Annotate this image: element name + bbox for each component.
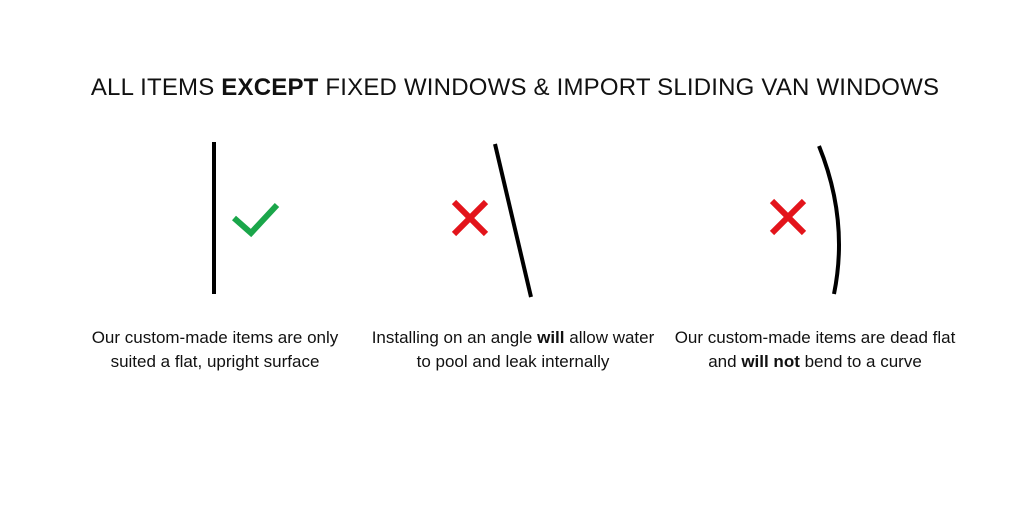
curved-surface-line (817, 145, 841, 295)
caption-text-end: allow water to pool and leak internally (416, 328, 655, 371)
heading-emphasis: EXCEPT (221, 74, 319, 101)
caption-emphasis: will not (741, 352, 800, 371)
caption-emphasis: will (537, 328, 565, 347)
heading-text-start: ALL ITEMS (90, 74, 222, 101)
caption-flat-upright: Our custom-made items are only suited a … (70, 326, 360, 374)
cross-icon (451, 199, 489, 237)
caption-curved: Our custom-made items are dead flat and … (670, 326, 960, 374)
page-heading: ALL ITEMS EXCEPT FIXED WINDOWS & IMPORT … (0, 74, 1030, 102)
panel-angled (451, 143, 533, 298)
angled-surface-line (493, 143, 533, 298)
caption-text-start: Installing on an angle (371, 328, 538, 347)
caption-text: Our custom-made items are only suited a … (91, 328, 339, 371)
heading-text-end: FIXED WINDOWS & IMPORT SLIDING VAN WINDO… (318, 74, 940, 101)
caption-text-end: bend to a curve (799, 352, 922, 371)
check-icon (232, 202, 280, 238)
panel-curved (769, 145, 841, 295)
panel-flat-upright (212, 142, 280, 294)
cross-icon (769, 198, 807, 236)
caption-text-start: Our custom-made items are dead flat and (674, 328, 956, 371)
caption-angled: Installing on an angle will allow water … (368, 326, 658, 374)
